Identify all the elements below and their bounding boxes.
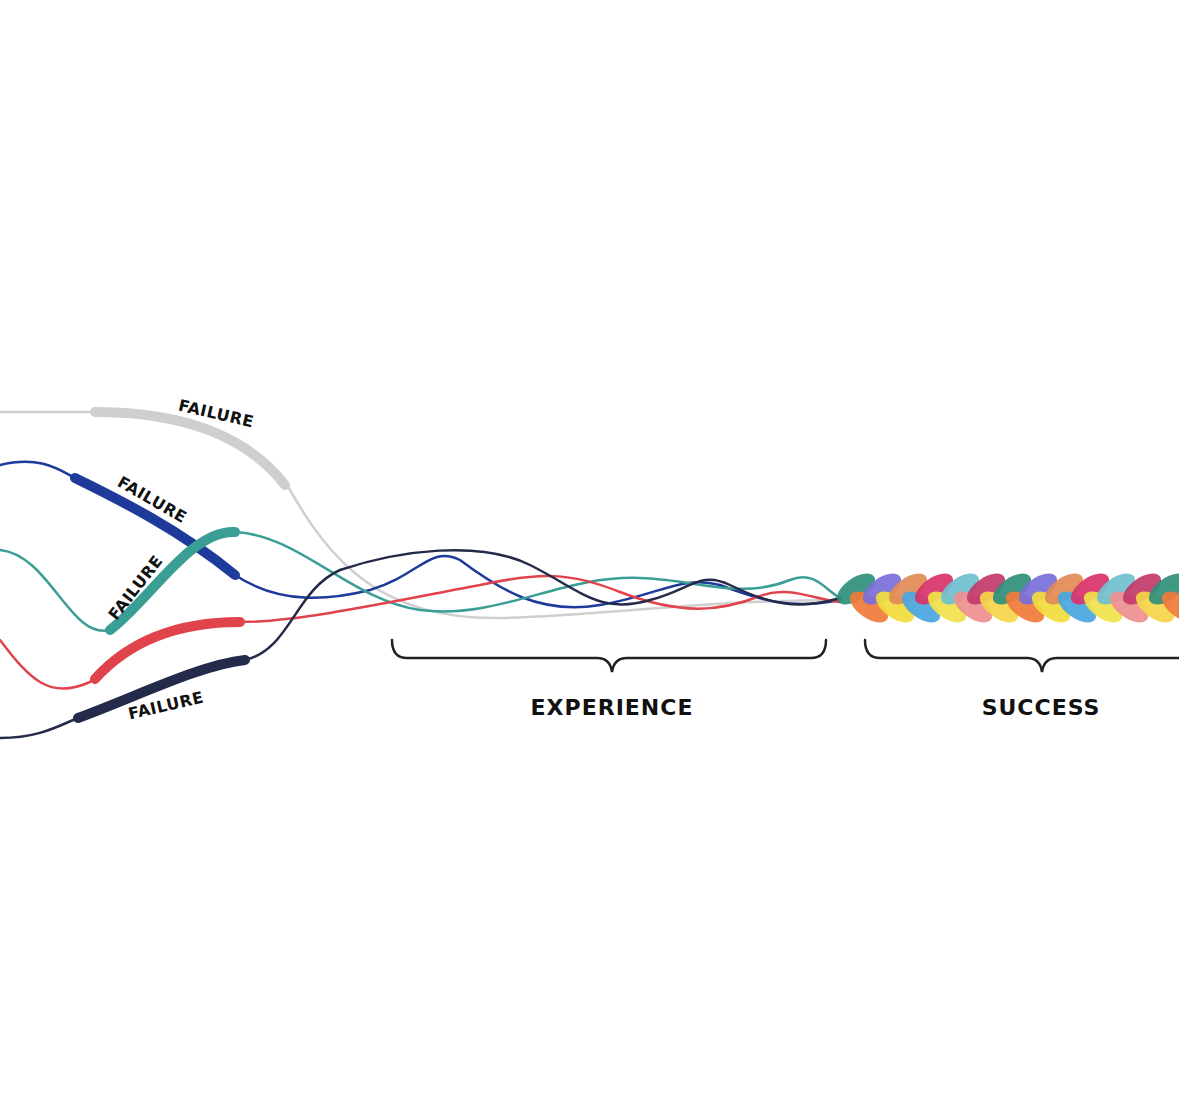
braid-lobe — [1157, 585, 1179, 628]
success-bracket — [865, 640, 1179, 672]
experience-label: EXPERIENCE — [531, 697, 694, 719]
teal-failure-segment — [110, 532, 235, 630]
experience-bracket — [392, 640, 826, 672]
success-label: SUCCESS — [982, 697, 1101, 719]
navy-strand — [0, 550, 840, 738]
teal-strand — [0, 532, 840, 631]
success-braid — [832, 567, 1179, 628]
red-failure-segment — [95, 622, 240, 679]
